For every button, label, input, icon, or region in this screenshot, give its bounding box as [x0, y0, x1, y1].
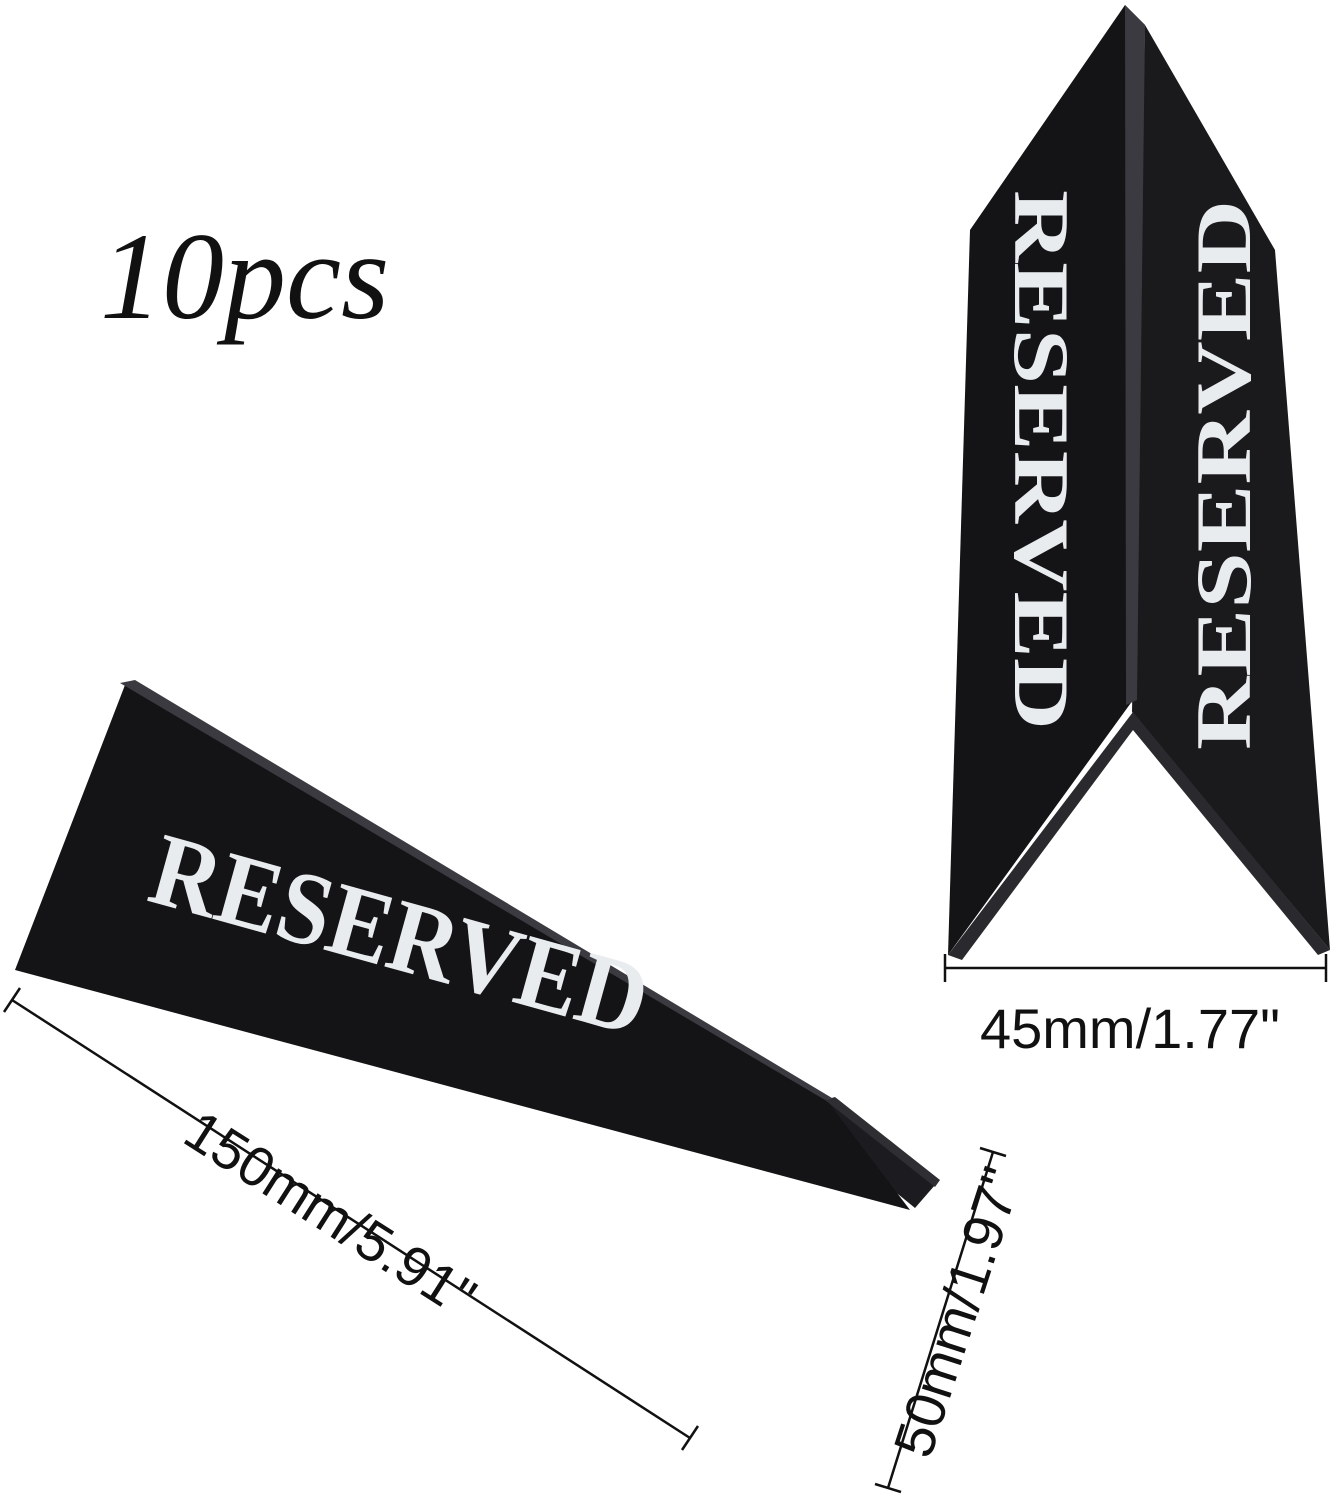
sign-top-view: RESERVED RESERVED: [948, 5, 1330, 960]
sign-top-left-text: RESERVED: [998, 190, 1085, 730]
sign-tent-side-edge: [825, 1097, 940, 1187]
sign-top-right-panel: [1132, 25, 1330, 950]
sign-top-right-text: RESERVED: [1180, 200, 1267, 750]
sign-top-left-panel: [948, 5, 1145, 955]
length-label: 150mm/5.91": [174, 1098, 487, 1329]
sign-tent-front-panel: [15, 685, 910, 1210]
quantity-label: 10pcs: [100, 208, 389, 345]
sign-top-fold-highlight: [1125, 5, 1145, 705]
sign-tent-view: RESERVED: [15, 680, 940, 1210]
sign-tent-top-edge: [120, 680, 832, 1100]
width-dimension: [943, 954, 1328, 982]
height-dimension: [874, 1146, 1007, 1494]
width-label: 45mm/1.77": [980, 997, 1280, 1060]
length-dimension: [2, 987, 700, 1451]
